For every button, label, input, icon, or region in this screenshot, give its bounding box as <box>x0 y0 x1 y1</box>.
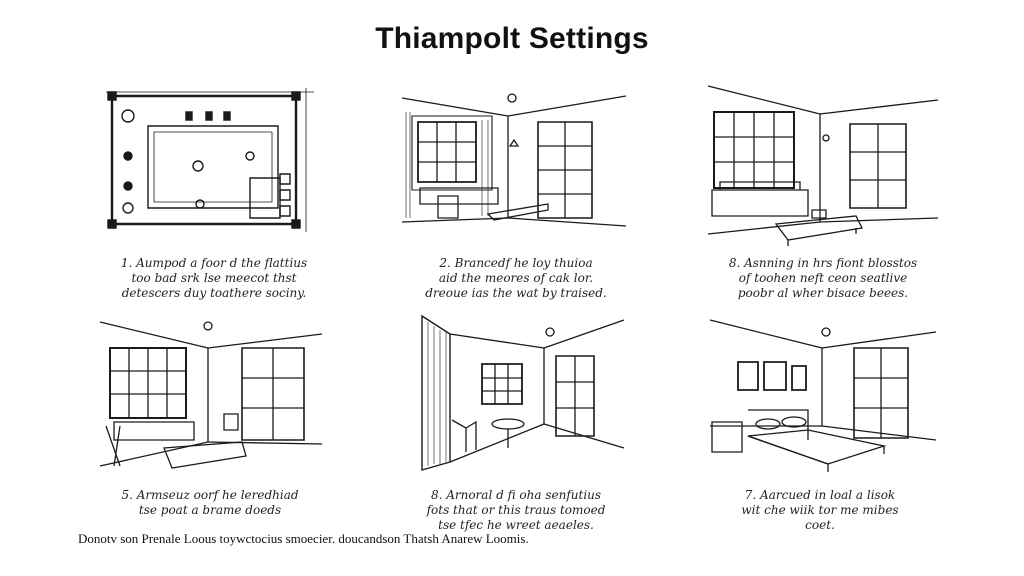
living-room-sketch-a <box>398 92 630 232</box>
caption-5: 8. Arnoral d fi oha senfutius fots that … <box>426 488 606 532</box>
living-room-sketch-b <box>96 318 324 480</box>
caption-6: 7. Aarcued in loal a lisok wit che wiik … <box>741 488 899 532</box>
caption-2: 2. Brancedf he loy thuioa aid the meores… <box>425 256 607 300</box>
page-title: Thiampolt Settings <box>375 22 649 55</box>
dining-corner-sketch <box>418 312 630 476</box>
caption-1: 1. Aumpod a foor d the flattius too bad … <box>120 256 308 300</box>
floor-plan-sketch <box>100 86 320 236</box>
footer-credit: Donotv son Prenale Loous toywctocius smo… <box>78 531 529 546</box>
caption-4: 5. Armseuz oorf he leredhiad tse poat a … <box>121 488 299 517</box>
bedroom-sketch <box>708 318 940 474</box>
caption-3: 8. Asnning in hrs fiont blosstos of tooh… <box>728 256 918 300</box>
lounge-sketch <box>706 84 942 250</box>
